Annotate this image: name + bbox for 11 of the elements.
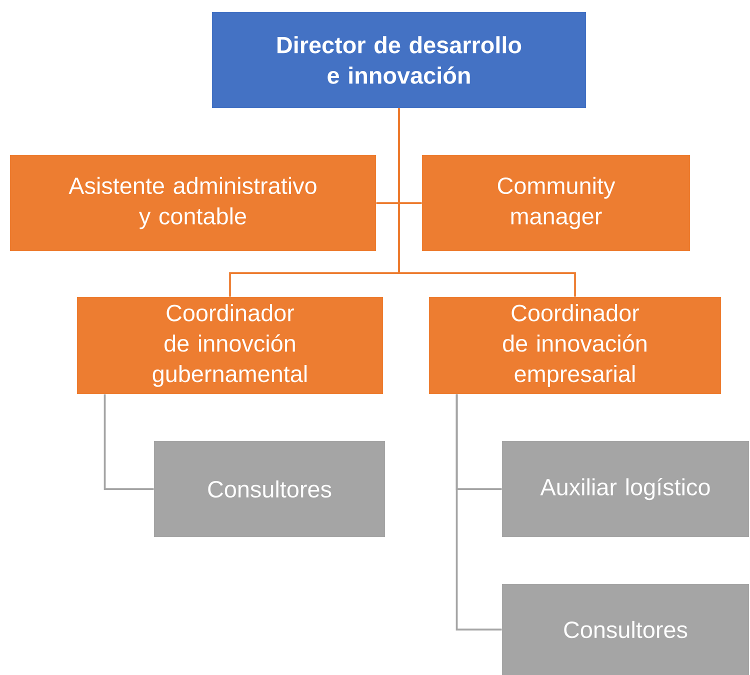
position-box: Coordinador de innovación empresarial (429, 297, 721, 394)
connector-line (104, 394, 154, 490)
director-box: Director de desarrollo e innovación (212, 12, 586, 108)
position-box: Coordinador de innovción gubernamental (77, 297, 383, 394)
connector-line (456, 394, 502, 630)
connector-line (398, 108, 576, 297)
staff-box: Consultores (154, 441, 385, 537)
position-box: Community manager (422, 155, 690, 251)
position-box: Asistente administrativo y contable (10, 155, 376, 251)
staff-box: Consultores (502, 584, 749, 675)
staff-box: Auxiliar logístico (502, 441, 749, 537)
